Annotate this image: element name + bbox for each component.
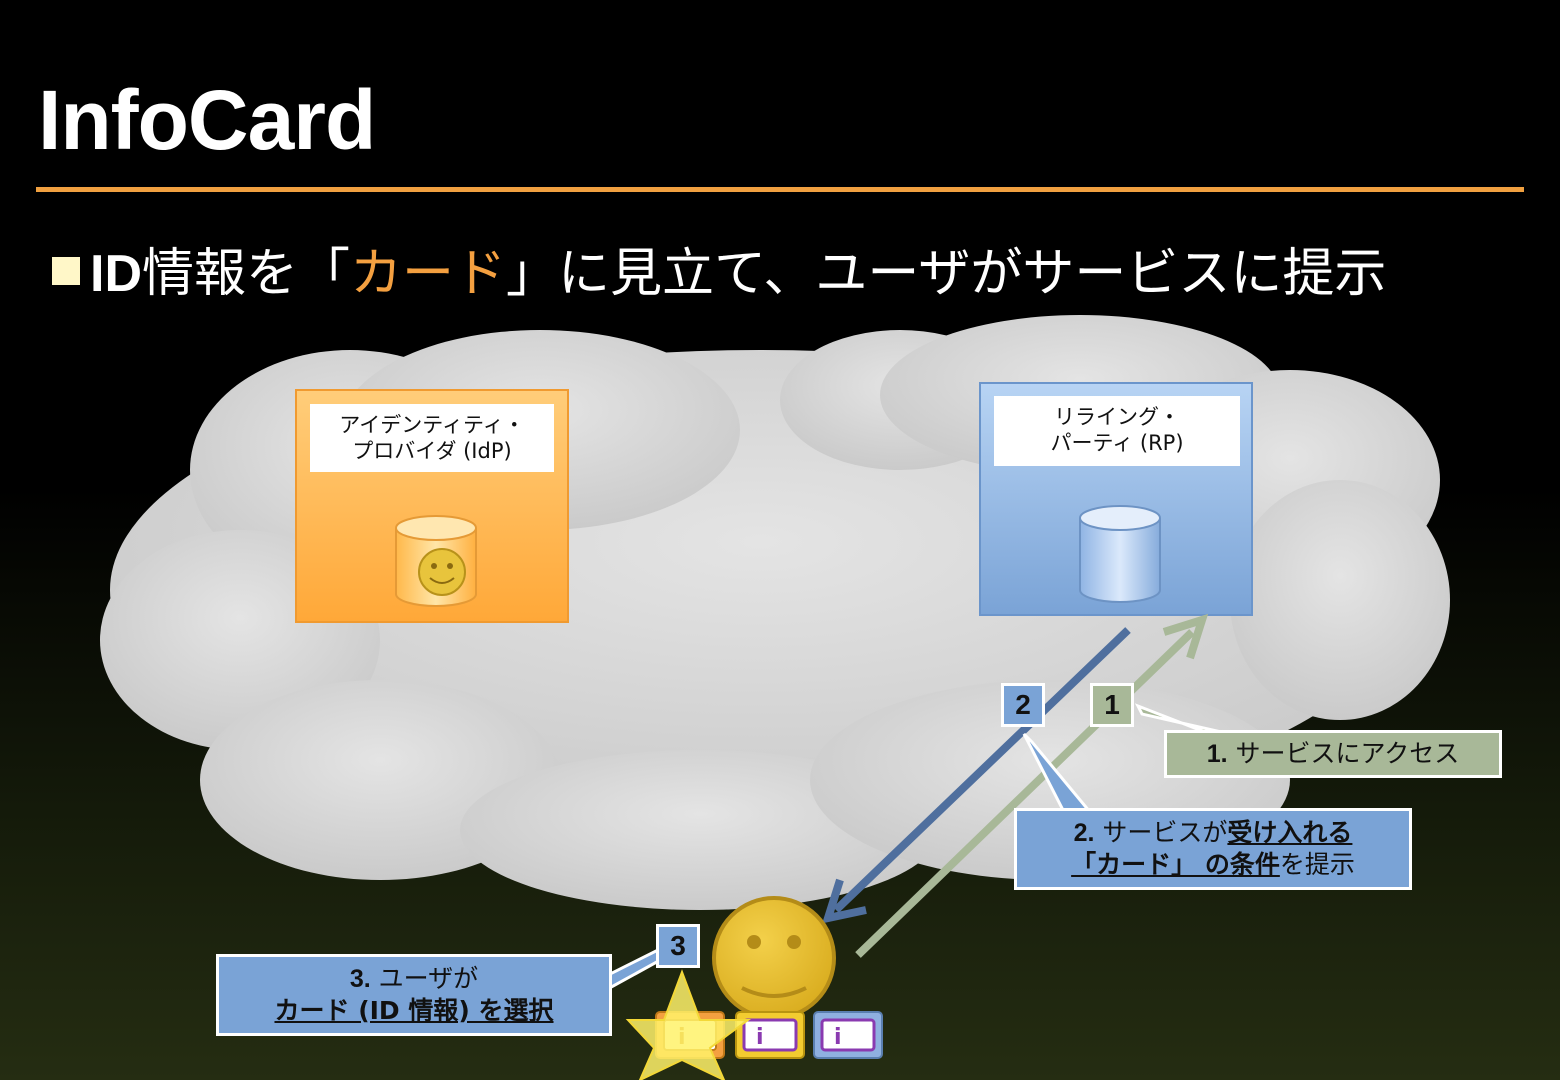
bullet-text: ID情報を「カード」に見立て、ユーザがサービスに提示 bbox=[52, 248, 1386, 300]
svg-text:i: i bbox=[834, 1025, 842, 1050]
step-2-text-a: サービスが bbox=[1102, 818, 1228, 847]
arrow-blue-to-user bbox=[822, 627, 1131, 924]
info-card-blue-icon: i bbox=[813, 1011, 883, 1059]
callout-step-3: 3. ユーザが カード (ID 情報) を選択 bbox=[216, 954, 612, 1036]
step-2-text-b: を提示 bbox=[1279, 850, 1355, 879]
callout-step-1: 1. サービスにアクセス bbox=[1164, 730, 1502, 778]
bullet-part1: 情報を「 bbox=[142, 244, 351, 304]
step-1-text: サービスにアクセス bbox=[1235, 739, 1460, 768]
idp-label: アイデンティティ・ プロバイダ (IdP) bbox=[310, 404, 554, 472]
rp-database-icon bbox=[1079, 505, 1161, 603]
callout-step-2: 2. サービスが受け入れる 「カード」 の条件を提示 bbox=[1014, 808, 1412, 890]
bullet-part2: 」に見立て、ユーザがサービスに提示 bbox=[506, 244, 1387, 304]
selection-star-icon bbox=[625, 969, 752, 1080]
arrow-green-to-rp bbox=[855, 613, 1209, 958]
idp-database-icon bbox=[395, 515, 477, 607]
step-2-number: 2 bbox=[1001, 683, 1045, 727]
rp-label-line1: リライング・ bbox=[1054, 405, 1180, 429]
step-1-number: 1 bbox=[1090, 683, 1134, 727]
svg-text:i: i bbox=[756, 1025, 764, 1050]
step-2-text-underline1: 受け入れる bbox=[1227, 818, 1353, 847]
title-underline bbox=[36, 187, 1524, 192]
step-2-prefix: 2. bbox=[1073, 819, 1095, 847]
user-smiley-icon bbox=[712, 896, 836, 1020]
step-1-prefix: 1. bbox=[1206, 740, 1228, 768]
bullet-square-icon bbox=[52, 257, 80, 285]
step-3-text-underline: カード (ID 情報) を選択 bbox=[274, 996, 554, 1025]
step-3-text-a: ユーザが bbox=[378, 964, 479, 993]
idp-label-line1: アイデンティティ・ bbox=[339, 413, 525, 437]
slide-title: InfoCard bbox=[38, 73, 376, 167]
bullet-highlight: カード bbox=[350, 244, 507, 304]
step-3-number: 3 bbox=[656, 924, 700, 968]
rp-label-line2: パーティ (RP) bbox=[1050, 431, 1184, 455]
bullet-prefix: ID bbox=[90, 245, 142, 303]
idp-label-line2: プロバイダ (IdP) bbox=[352, 439, 512, 463]
step-2-text-underline2: 「カード」 の条件 bbox=[1071, 850, 1280, 879]
info-card-yellow-icon: i bbox=[735, 1011, 805, 1059]
step-3-prefix: 3. bbox=[349, 965, 371, 993]
rp-label: リライング・ パーティ (RP) bbox=[994, 396, 1240, 466]
